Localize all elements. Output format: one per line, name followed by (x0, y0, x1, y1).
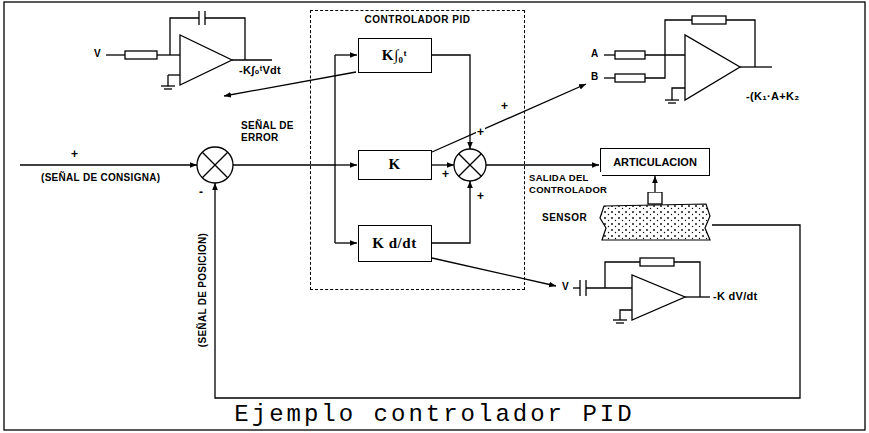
summing-opamp (668, 102, 676, 103)
signal-name: A (590, 48, 600, 60)
integrator-opamp (180, 35, 232, 85)
signal-wire (432, 164, 454, 165)
integrator-opamp (198, 11, 199, 25)
summing-opamp (604, 54, 615, 55)
sensor: SENSOR (540, 192, 712, 242)
summing-opamp (645, 55, 665, 78)
signal-name: V (93, 48, 102, 60)
signal-name: (SEÑAL DE POSICION) (197, 232, 209, 348)
integral-block: K∫₀ᵗ (358, 38, 432, 73)
signal-name: (SEÑAL DE CONSIGNA) (40, 172, 161, 184)
derivator-opamp (674, 262, 700, 297)
node-label: K∫₀ᵗ (382, 47, 407, 64)
integrator-opamp (170, 18, 199, 55)
pid-illustration (4, 2, 865, 430)
signal-wire (432, 181, 470, 243)
output-expression: -(K₁·A+K₂ (745, 90, 800, 102)
node-label: CONTROLADOR PID (365, 14, 471, 25)
summing-opamp (685, 35, 740, 100)
summing-junction (459, 154, 482, 177)
summing-opamp (665, 20, 692, 55)
sign-mark: + (476, 190, 485, 202)
derivator-opamp (620, 310, 632, 320)
node-label: ARTICULACION (613, 156, 697, 168)
summing-junction (454, 149, 486, 181)
sign-mark: + (70, 148, 79, 160)
signal-wire (334, 55, 335, 243)
proportional-block: K (358, 150, 432, 180)
integrator-opamp (157, 54, 180, 55)
integrator-opamp (106, 54, 125, 55)
summing-opamp (692, 16, 726, 24)
joint-box: ARTICULACION (600, 148, 710, 176)
signal-wire (233, 164, 335, 165)
signal-name: B (590, 71, 600, 83)
summing-opamp (672, 88, 685, 100)
signal-wire (486, 164, 599, 165)
integrator-opamp (232, 59, 272, 60)
sensor-body (600, 204, 710, 240)
derivator-opamp (586, 287, 632, 288)
summing-opamp (615, 74, 645, 82)
summing-junction (197, 147, 233, 183)
signal-name: V (561, 281, 570, 293)
sign-mark: + (441, 168, 450, 180)
derivator-opamp (579, 280, 580, 296)
derivator-opamp (573, 258, 710, 323)
summing-junction (459, 154, 482, 177)
output-expression: -K∫₀ᵗVdt (238, 64, 282, 76)
sign-mark: + (476, 126, 485, 138)
derivator-opamp (616, 322, 624, 323)
summing-junction (202, 152, 227, 177)
summing-junction (454, 149, 486, 181)
signal-wire (432, 55, 470, 149)
sensor-stem (648, 192, 662, 204)
node-label: K d/dt (372, 235, 416, 252)
caption: Ejemplo controlador PID (0, 401, 869, 428)
frame (4, 2, 865, 430)
derivative-block: K d/dt (358, 225, 432, 262)
derivator-opamp (632, 275, 685, 320)
summing-junction (197, 147, 233, 183)
summing-opamp (740, 66, 772, 67)
signal-wire (215, 183, 800, 398)
derivator-opamp (613, 319, 627, 320)
derivator-opamp (685, 296, 710, 297)
signal-wire (335, 164, 357, 165)
summing-opamp (604, 77, 615, 78)
signal-connector (654, 176, 655, 192)
controller-group: CONTROLADOR PID K∫₀ᵗK K d/dt (310, 10, 525, 290)
signal-wire (20, 164, 197, 165)
derivator-opamp (573, 287, 580, 288)
node-label: SENSOR (542, 212, 587, 223)
derivator-opamp (605, 262, 640, 288)
integrator-opamp (106, 11, 272, 89)
summing-opamp (615, 51, 645, 59)
integrator-opamp (167, 75, 168, 86)
signal-wire (20, 55, 800, 398)
integrator-opamp (125, 51, 157, 59)
derivator-opamp (640, 258, 674, 266)
signal-wire (335, 54, 357, 55)
output-expression: -K dV/dt (712, 290, 759, 302)
summing-opamp (665, 99, 679, 100)
node-label: K (388, 156, 400, 173)
summing-opamp (726, 20, 755, 67)
integrator-opamp (161, 85, 175, 86)
sign-mark: + (500, 100, 509, 112)
signal-name: SALIDA DEL CONTROLADOR (528, 172, 602, 196)
signal-name: SEÑAL DE ERROR (240, 120, 304, 144)
integrator-opamp (205, 18, 245, 60)
sign-mark: - (198, 186, 204, 198)
integrator-opamp (168, 74, 180, 75)
summing-junction (202, 152, 227, 177)
signal-wire (432, 258, 556, 286)
signal-wire (432, 84, 586, 152)
integrator-opamp (164, 88, 172, 89)
signal-wire (335, 242, 357, 243)
